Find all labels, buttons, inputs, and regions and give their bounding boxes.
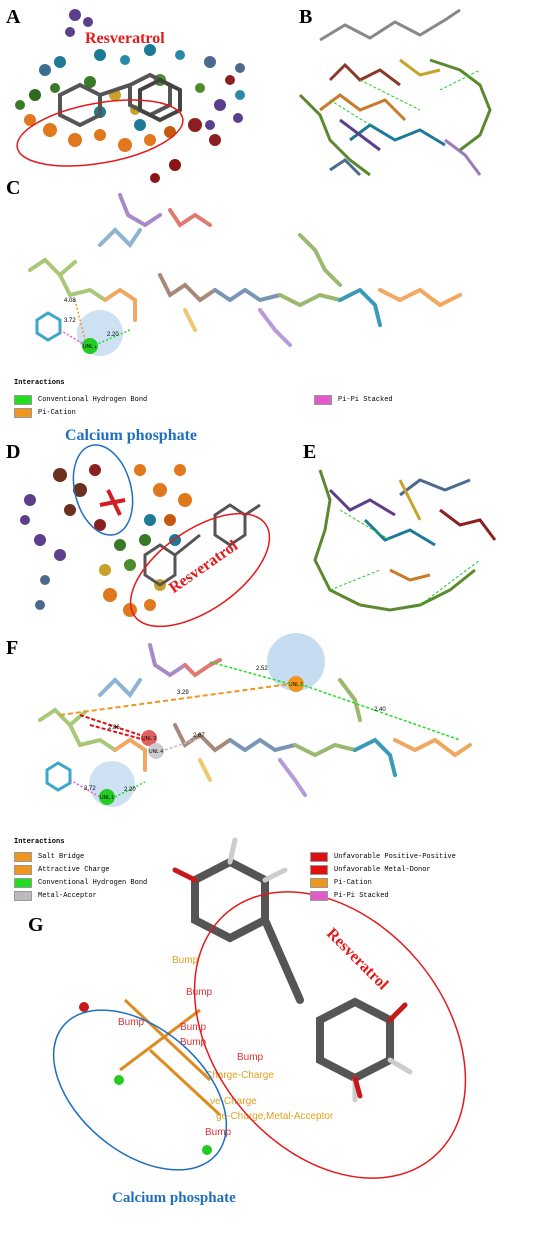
svg-text:3.72: 3.72: [84, 786, 96, 792]
panel-a-resveratrol-label: Resveratrol: [85, 30, 165, 47]
panel-a-resveratrol-ellipse: [16, 99, 184, 167]
panel-a-resveratrol-sticks: [58, 72, 182, 128]
panel-letter-g: G: [28, 914, 44, 936]
svg-text:Bump: Bump: [172, 955, 199, 966]
svg-text:Bump: Bump: [186, 987, 213, 998]
panel-c-legend-hbond: Conventional Hydrogen Bond: [14, 395, 147, 405]
svg-text:ge-Charge,Metal-Acceptor: ge-Charge,Metal-Acceptor: [216, 1111, 334, 1122]
panel-letter-f: F: [6, 637, 19, 659]
panel-c-legend-pi-cation: Pi-Cation: [14, 408, 76, 418]
svg-text:UNL 1: UNL 1: [289, 682, 303, 688]
svg-text:Bump: Bump: [237, 1052, 264, 1063]
swatch-icon: [14, 852, 32, 862]
panel-a-atom-cluster: [15, 9, 245, 183]
swatch-icon: [310, 878, 328, 888]
panel-f-legend-pi-pi: Pi-Pi Stacked: [310, 891, 389, 901]
panel-f-legend-hbond: Conventional Hydrogen Bond: [14, 878, 147, 888]
swatch-icon: [310, 891, 328, 901]
svg-text:Bump: Bump: [180, 1037, 207, 1048]
panel-c-distance-3: 2.20: [107, 332, 119, 338]
svg-text:2.86: 2.86: [108, 725, 120, 731]
panel-g-calcium-label: Calcium phosphate: [112, 1190, 236, 1206]
panel-e-binding-pocket: [313, 469, 497, 612]
svg-text:2.40: 2.40: [374, 707, 386, 713]
panel-d-molecular-render: [20, 444, 271, 628]
svg-text:2.67: 2.67: [193, 733, 205, 739]
swatch-icon: [310, 852, 328, 862]
panel-g-resveratrol-ellipse: [193, 891, 467, 1179]
swatch-icon: [14, 865, 32, 875]
svg-text:Bump: Bump: [205, 1127, 232, 1138]
panel-f-legend-unfav-md: Unfavorable Metal-Donor: [310, 865, 431, 875]
svg-text:Bump: Bump: [118, 1017, 145, 1028]
panel-f-legend-unfav-pp: Unfavorable Positive-Positive: [310, 852, 456, 862]
panel-d-resveratrol-ellipse: [129, 512, 271, 628]
panel-letter-d: D: [6, 441, 21, 463]
panel-d-calcium-ellipse: [72, 444, 134, 536]
panel-g-3d-interaction-render: Bump Bump Bump Bump Bump Bump Bump Charg…: [52, 837, 467, 1179]
panel-d-calcium-label: Calcium phosphate: [65, 427, 198, 444]
panel-letter-e: E: [303, 441, 317, 463]
panel-c-distance-1: 4.08: [64, 298, 76, 304]
panel-f-legend-metal-acceptor: Metal-Acceptor: [14, 891, 97, 901]
svg-text:ve-Charge: ve-Charge: [210, 1096, 257, 1107]
swatch-icon: [14, 891, 32, 901]
panel-f-legend-attractive: Attractive Charge: [14, 865, 109, 875]
svg-text:Charge-Charge: Charge-Charge: [205, 1070, 274, 1081]
panel-f-legend-pi-cation: Pi-Cation: [310, 878, 372, 888]
panel-b-binding-pocket: [298, 8, 492, 177]
svg-text:Bump: Bump: [180, 1022, 207, 1033]
panel-f-legend-salt-bridge: Salt Bridge: [14, 852, 84, 862]
svg-text:2.20: 2.20: [124, 787, 136, 793]
svg-text:3.29: 3.29: [177, 690, 189, 696]
svg-text:UNL 1: UNL 1: [100, 795, 114, 801]
panel-c-distance-2: 3.72: [64, 318, 76, 324]
panel-letter-c: C: [6, 177, 21, 199]
panel-g-calcium-ellipse: [52, 1009, 228, 1171]
svg-text:2.52: 2.52: [256, 666, 268, 672]
panel-f-2d-interaction-diagram: UNL 1 UNL 1 UNL 3 UNL 4 2.52 3.29 2.40 2…: [38, 633, 472, 807]
panel-f-legend-title: Interactions: [14, 838, 65, 846]
panel-c-legend-title: Interactions: [14, 379, 65, 387]
svg-text:UNL 4: UNL 4: [149, 749, 163, 755]
swatch-icon: [310, 865, 328, 875]
panel-c-legend-pi-pi: Pi-Pi Stacked: [314, 395, 393, 405]
panel-letter-b: B: [299, 6, 313, 28]
panel-c-2d-interaction-diagram: UNL 1 4.08 3.72 2.20: [28, 193, 462, 356]
panel-letter-a: A: [6, 6, 21, 28]
swatch-icon: [314, 395, 332, 405]
svg-text:UNL 1: UNL 1: [83, 344, 97, 350]
swatch-icon: [14, 408, 32, 418]
panel-c-unl-badge: [82, 338, 98, 354]
swatch-icon: [14, 395, 32, 405]
svg-text:UNL 3: UNL 3: [142, 736, 156, 742]
swatch-icon: [14, 878, 32, 888]
